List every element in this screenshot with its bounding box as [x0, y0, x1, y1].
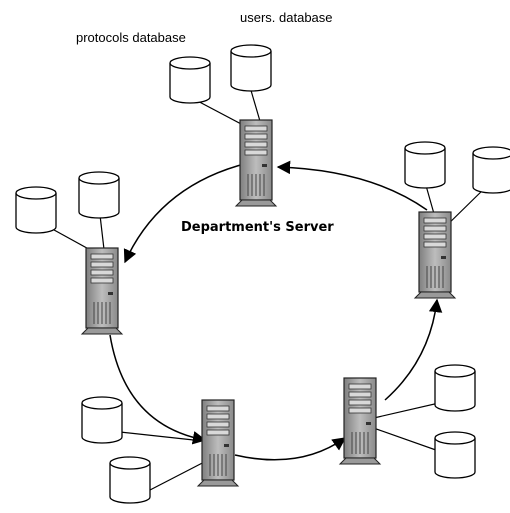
servers: [80, 119, 457, 487]
database-icon: [169, 56, 211, 104]
arrow-left-to-bottom: [109, 334, 207, 445]
users-db-label: users. database: [240, 10, 333, 25]
database-icon: [404, 141, 446, 189]
server-tower-bottom-center: [196, 399, 240, 487]
arrow-right-to-top: [276, 160, 428, 211]
database-icon: [15, 186, 57, 234]
protocols-db-label: protocols database: [76, 30, 186, 45]
arrow-top-to-left: [123, 162, 249, 264]
database-icon: [230, 44, 272, 92]
server-tower-left: [80, 247, 124, 335]
database-icon: [472, 146, 510, 194]
database-icon: [78, 171, 120, 219]
server-tower-right: [413, 211, 457, 299]
database-icon: [81, 396, 123, 444]
arrow-bottom-to-bottomright: [234, 437, 347, 461]
server-title: Department's Server: [181, 220, 334, 235]
databases: [15, 44, 510, 504]
server-tower-bottom-right: [338, 377, 382, 465]
server-tower-top: [234, 119, 278, 207]
database-icon: [109, 456, 151, 504]
database-icon: [434, 431, 476, 479]
database-icon: [434, 364, 476, 412]
ring-arrows: [109, 160, 443, 461]
arrow-bottomright-to-right: [384, 298, 443, 401]
